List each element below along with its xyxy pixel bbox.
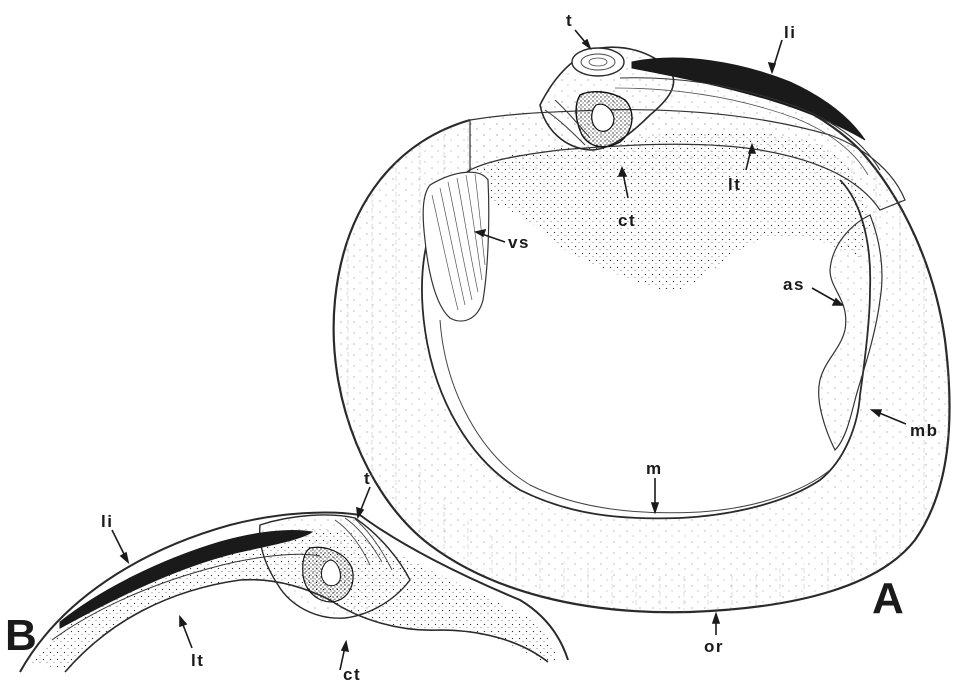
panel-label-a: A (872, 574, 904, 623)
label-a-vs: vs (508, 233, 530, 252)
label-a-lt: lt (728, 175, 741, 194)
label-a-ct: ct (618, 211, 636, 230)
label-b-ct: ct (343, 665, 361, 684)
label-a-mb: mb (910, 421, 939, 440)
label-a-or: or (704, 637, 724, 656)
panel-label-b: B (5, 611, 37, 660)
label-a-li: li (784, 23, 796, 42)
panel-a-drawing (334, 47, 950, 612)
label-b-t: t (364, 469, 371, 488)
label-b-li: li (101, 512, 113, 531)
label-a-as: as (783, 275, 805, 294)
label-a-t: t (566, 11, 573, 30)
label-b-lt: lt (191, 651, 204, 670)
label-a-m: m (646, 459, 663, 478)
